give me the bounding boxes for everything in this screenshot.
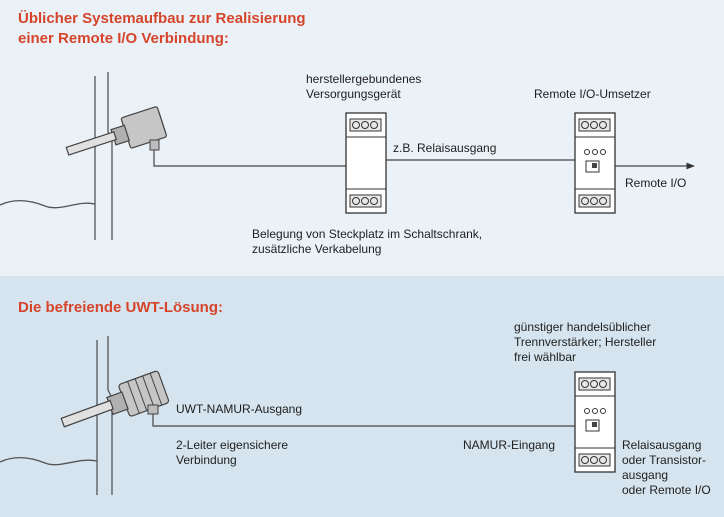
remote-io-label: Remote I/O: [625, 176, 687, 190]
isolator-label-line3: frei wählbar: [514, 350, 577, 364]
bottom-heading: Die befreiende UWT-Lösung:: [18, 299, 224, 316]
two-wire-cable: [152, 414, 575, 427]
supply-label-line2: Versorgungsgerät: [306, 87, 401, 101]
uwt-level-sensor: [60, 370, 170, 428]
top-heading-line2: einer Remote I/O Verbindung:: [18, 30, 229, 47]
outputs-line4: oder Remote I/O: [622, 483, 711, 497]
top-level-sensor: [65, 106, 167, 156]
two-wire-label-line1: 2-Leiter eigensichere: [176, 438, 289, 452]
supply-device: [345, 112, 387, 214]
top-tank-wall: [0, 72, 113, 240]
wiring-note-line1: Belegung von Steckplatz im Schaltschrank…: [252, 227, 483, 241]
wiring-note-line2: zusätzliche Verkabelung: [252, 242, 382, 256]
namur-output-label: UWT-NAMUR-Ausgang: [176, 402, 303, 416]
isolating-amplifier: [574, 371, 616, 473]
top-signal-cable: [153, 150, 346, 167]
remote-io-converter: [574, 112, 616, 214]
outputs-line1: Relaisausgang: [622, 438, 702, 452]
isolator-label-line1: günstiger handelsüblicher: [514, 320, 651, 334]
two-wire-label-line2: Verbindung: [176, 453, 237, 467]
converter-label: Remote I/O-Umsetzer: [534, 87, 651, 101]
supply-label-line1: herstellergebundenes: [306, 72, 422, 86]
outputs-line3: ausgang: [622, 468, 669, 482]
bottom-tank-wall: [0, 336, 113, 495]
isolator-label-line2: Trennverstärker; Hersteller: [514, 335, 657, 349]
namur-input-label: NAMUR-Eingang: [463, 438, 556, 452]
relay-output-label: z.B. Relaisausgang: [393, 141, 497, 155]
outputs-line2: oder Transistor-: [622, 453, 707, 467]
top-heading-line1: Üblicher Systemaufbau zur Realisierung: [18, 10, 306, 27]
